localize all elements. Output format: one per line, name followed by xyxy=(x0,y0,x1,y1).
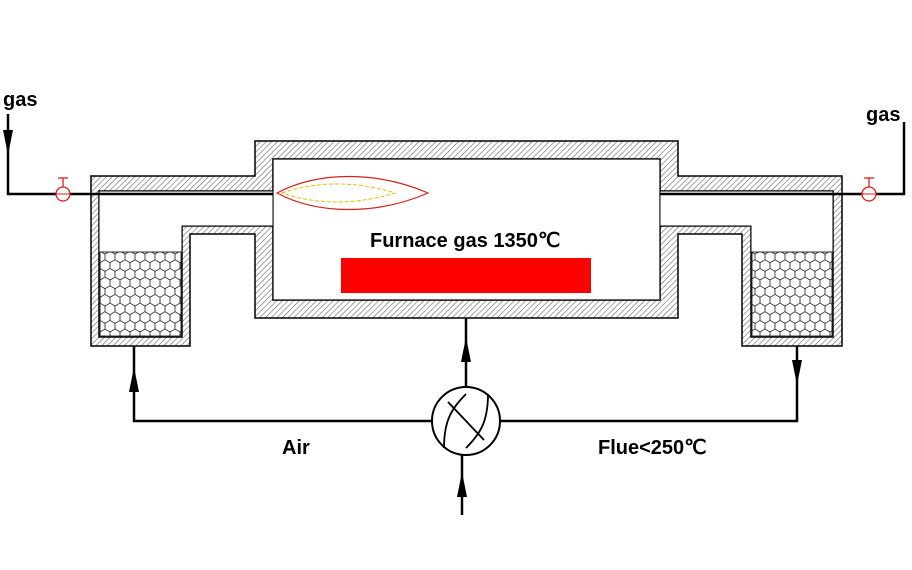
flue-line xyxy=(500,346,802,423)
air-label: Air xyxy=(282,437,310,459)
gate-valve-icon[interactable] xyxy=(861,177,877,202)
gas-pipe-left xyxy=(3,114,273,196)
heating-element xyxy=(341,258,591,293)
furnace-gas-label: Furnace gas 1350℃ xyxy=(370,230,560,252)
four-way-reversing-valve-icon[interactable] xyxy=(431,386,501,456)
right-regenerator-honeycomb xyxy=(751,251,833,337)
gas-label-left: gas xyxy=(3,89,37,111)
gas-label-right: gas xyxy=(866,104,900,126)
gas-pipe-right xyxy=(660,122,906,196)
air-inlet-line xyxy=(457,455,467,515)
left-regenerator-honeycomb xyxy=(99,251,182,337)
flue-label: Flue<250℃ xyxy=(598,437,707,459)
gate-valve-icon[interactable] xyxy=(55,177,71,202)
air-line xyxy=(129,346,432,423)
furnace-feed-line xyxy=(461,318,471,388)
burner-flame-icon xyxy=(275,175,430,211)
